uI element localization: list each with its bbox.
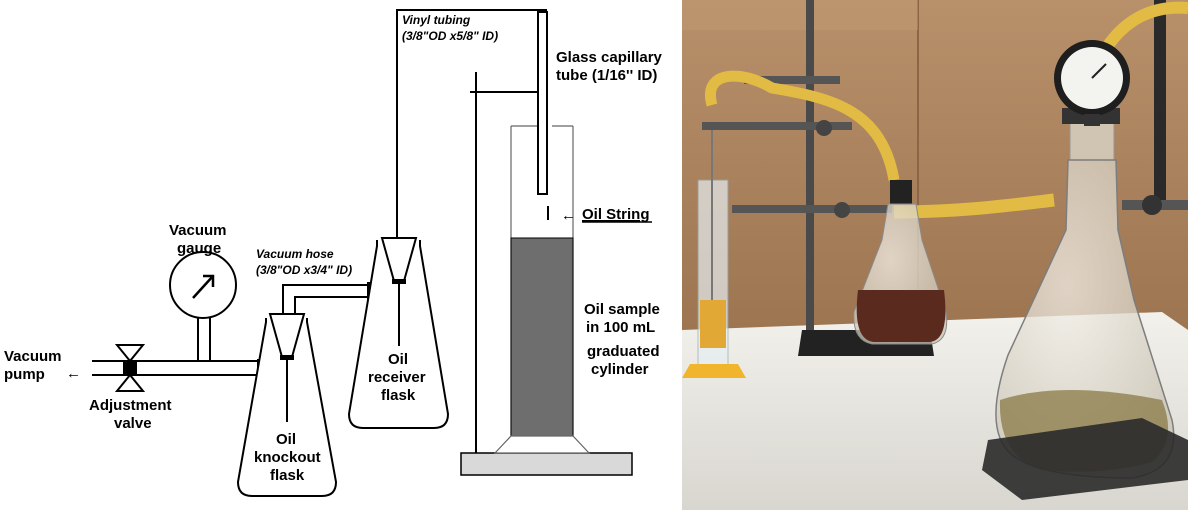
vacuum-gauge: [169, 251, 237, 361]
label-vacuum-gauge-2: gauge: [177, 240, 221, 257]
label-receiver-1: Oil: [388, 351, 408, 368]
label-vacuum-pump-1: Vacuum: [4, 348, 62, 365]
label-vacuum-gauge-1: Vacuum: [169, 222, 227, 239]
arrow-left-icon: ←: [66, 365, 81, 382]
label-receiver-3: flask: [381, 387, 416, 404]
label-knockout-2: knockout: [254, 449, 321, 466]
schematic-diagram: Vacuum pump ← Adjustment valve Vacuum ga…: [4, 9, 663, 497]
label-vacuum-pump-2: pump: [4, 366, 45, 383]
label-knockout-1: Oil: [276, 431, 296, 448]
label-sample-1: Oil sample: [584, 301, 660, 318]
photo-receiver-flask: [853, 180, 948, 345]
ring-stand-rod: [806, 0, 814, 330]
label-adjustment-valve-1: Adjustment: [89, 397, 172, 414]
label-sample-3: graduated: [587, 343, 660, 360]
label-oil-string: Oil String: [582, 206, 650, 223]
label-adjustment-valve-2: valve: [114, 415, 152, 432]
capillary-tube: [537, 11, 549, 220]
arrow-left-icon: ←: [561, 207, 576, 224]
label-receiver-2: receiver: [368, 369, 426, 386]
label-vacuum-hose-2: (3/8"OD x3/4" ID): [256, 263, 352, 277]
label-sample-2: in 100 mL: [586, 319, 655, 336]
photo-graduated-cylinder: [682, 130, 746, 378]
yellow-tubing-1: [704, 70, 900, 181]
label-capillary-2: tube (1/16'' ID): [556, 67, 657, 84]
graduated-cylinder: [493, 125, 591, 454]
label-vinyl-1: Vinyl tubing: [402, 13, 471, 27]
vacuum-line: [92, 360, 262, 376]
label-capillary-1: Glass capillary: [556, 49, 663, 66]
pressure-gauge-photo: [1054, 40, 1130, 126]
label-knockout-3: flask: [270, 467, 305, 484]
photo-svg: [682, 0, 1188, 510]
adjustment-valve: [114, 344, 146, 392]
vinyl-tubing: [396, 9, 547, 238]
receiver-flask: [347, 237, 450, 429]
knockout-flask: [236, 313, 338, 497]
label-vacuum-hose-1: Vacuum hose: [256, 247, 334, 261]
oil-sample-fill: [510, 237, 574, 437]
apparatus-photo: [682, 0, 1188, 510]
vacuum-hose: [282, 282, 375, 314]
label-sample-4: cylinder: [591, 361, 649, 378]
label-vinyl-2: (3/8"OD x5/8" ID): [402, 29, 498, 43]
schematic-svg: Vacuum pump ← Adjustment valve Vacuum ga…: [4, 9, 663, 497]
